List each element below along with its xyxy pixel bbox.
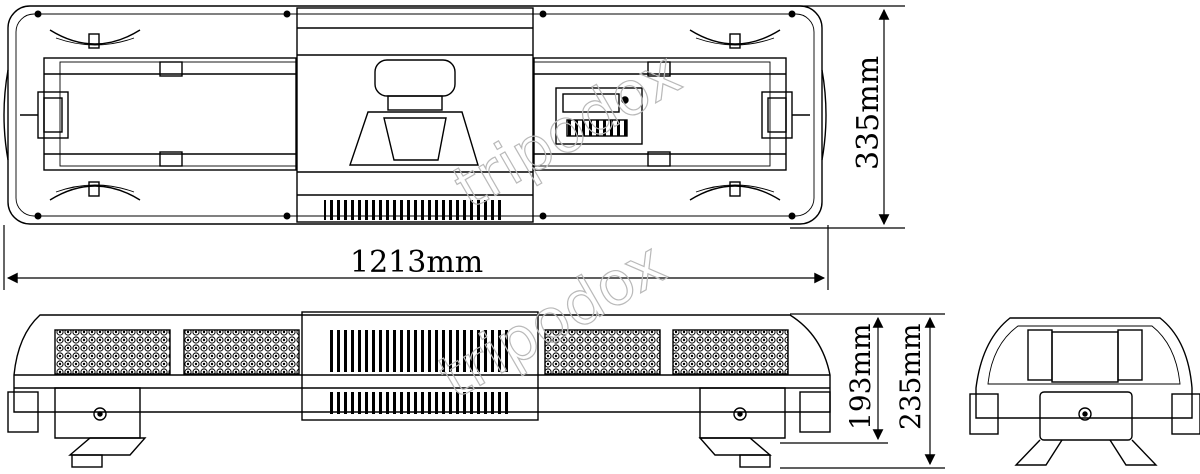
led-module-3 xyxy=(544,329,661,375)
controller-board xyxy=(555,87,643,145)
length-label: 1213mm xyxy=(350,245,483,280)
corner-mounts xyxy=(49,29,781,201)
center-module xyxy=(296,7,534,223)
side-lamps xyxy=(20,91,810,139)
led-module-4 xyxy=(672,329,789,375)
front-center-module xyxy=(301,311,539,421)
width-label: 335mm xyxy=(851,56,886,170)
total-height-label: 235mm xyxy=(894,323,927,430)
side-mount-block xyxy=(1039,391,1133,441)
front-grille-upper xyxy=(330,330,510,372)
vent-grille xyxy=(324,200,504,220)
side-view xyxy=(969,317,1200,466)
left-light-panel xyxy=(43,57,297,171)
front-feet xyxy=(54,387,786,468)
watermark-top: tripodox xyxy=(443,38,693,223)
dim-heights xyxy=(780,313,945,469)
body-height-label: 193mm xyxy=(844,323,877,430)
dim-length xyxy=(3,225,829,290)
dim-width xyxy=(790,5,905,229)
top-view xyxy=(3,5,827,225)
side-outline xyxy=(975,317,1193,419)
top-outline xyxy=(7,5,823,225)
led-module-1 xyxy=(54,329,171,375)
led-module-2 xyxy=(183,329,300,375)
front-view xyxy=(7,311,831,468)
front-grille-lower xyxy=(330,392,510,414)
speaker-icon xyxy=(349,59,479,166)
